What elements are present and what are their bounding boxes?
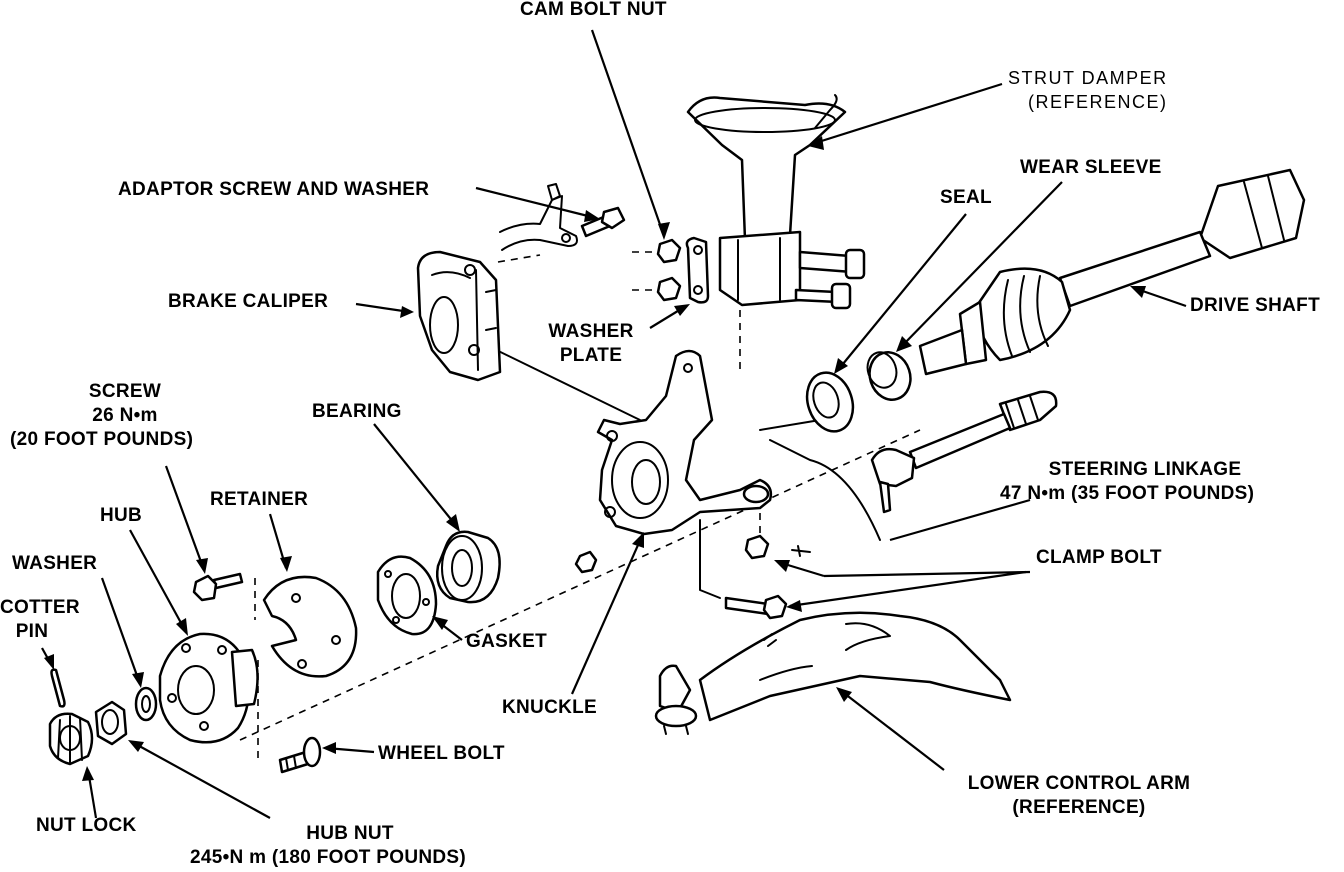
label-wheel-bolt: WHEEL BOLT: [378, 743, 505, 764]
label-gasket: GASKET: [466, 631, 547, 652]
nut-lock: [48, 712, 94, 766]
lower-control-arm: [654, 611, 1012, 735]
label-adaptor-screw-and-washer: ADAPTOR SCREW AND WASHER: [118, 179, 430, 200]
label-screw-torque-nm: 26 N•m: [92, 405, 158, 426]
label-screw-torque-ftlb: (20 FOOT POUNDS): [10, 429, 194, 450]
drive-shaft: [918, 168, 1306, 376]
label-nut-lock: NUT LOCK: [36, 815, 137, 836]
label-clamp-bolt: CLAMP BOLT: [1036, 547, 1162, 568]
gasket: [376, 555, 438, 636]
label-lower-control-arm: LOWER CONTROL ARM: [967, 773, 1191, 794]
label-strut-damper: STRUT DAMPER: [1008, 68, 1168, 88]
label-washer-plate: WASHER: [548, 321, 634, 342]
wear-sleeve: [866, 351, 912, 401]
cam-bolts: [794, 248, 866, 310]
hub: [158, 632, 259, 744]
retainer-screw: [192, 572, 244, 602]
steering-knuckle: [596, 349, 773, 536]
label-drive-shaft: DRIVE SHAFT: [1190, 295, 1320, 316]
brake-caliper: [416, 250, 502, 382]
label-cam-bolt-nut: CAM BOLT NUT: [520, 0, 667, 20]
steering-linkage: [870, 390, 1058, 514]
washer: [134, 686, 158, 722]
label-retainer: RETAINER: [210, 489, 309, 510]
hub-nut: [94, 700, 128, 746]
label-brake-caliper: BRAKE CALIPER: [168, 291, 329, 312]
cam-bolt-nuts: [656, 236, 710, 304]
label-bearing: BEARING: [312, 401, 402, 422]
label-strut-damper-reference: (REFERENCE): [1028, 92, 1168, 112]
label-seal: SEAL: [940, 187, 992, 208]
strut-damper: [686, 94, 847, 307]
label-wear-sleeve: WEAR SLEEVE: [1020, 157, 1162, 178]
wheel-bolt: [278, 736, 322, 774]
label-washer: WASHER: [12, 553, 98, 574]
label-cotter-pin: COTTER: [0, 597, 80, 618]
label-screw: SCREW: [88, 381, 162, 402]
leader-lines: [41, 29, 1187, 819]
label-steering-linkage: STEERING LINKAGE: [1048, 459, 1242, 480]
label-cotter-pin-line2: PIN: [15, 621, 49, 642]
label-lower-control-arm-reference: (REFERENCE): [1012, 797, 1146, 818]
label-steering-linkage-torque: 47 N•m (35 FOOT POUNDS): [1000, 483, 1255, 504]
label-hub-nut: HUB NUT: [306, 823, 394, 844]
retainer: [262, 575, 358, 678]
label-washer-plate-line2: PLATE: [559, 345, 623, 366]
adaptor-screw-washer: [499, 183, 626, 251]
seal: [805, 371, 855, 433]
bearing: [436, 530, 501, 604]
cotter-pin: [50, 668, 66, 708]
label-hub-nut-torque: 245•N m (180 FOOT POUNDS): [190, 847, 466, 868]
clamp-bolt: [574, 534, 811, 620]
label-knuckle: KNUCKLE: [502, 697, 597, 718]
label-hub: HUB: [100, 505, 143, 526]
